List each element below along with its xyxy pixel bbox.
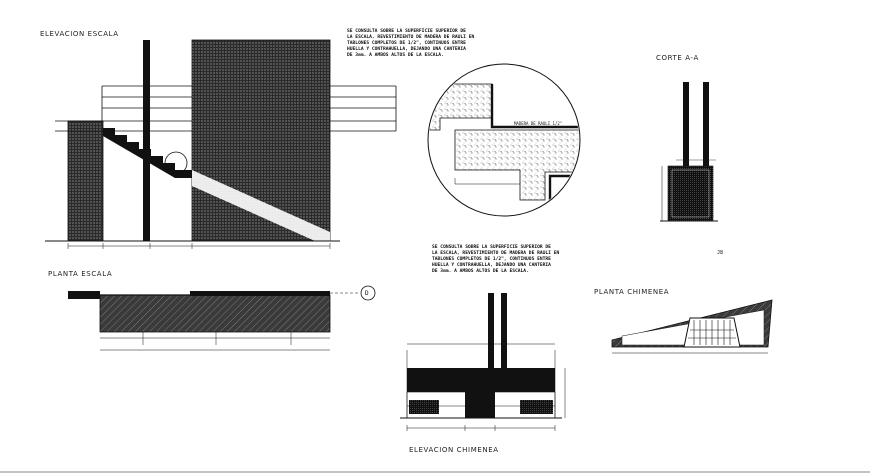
title-elevacion-chimenea: ELEVACION CHIMENEA — [409, 446, 499, 454]
section-marker-circle — [360, 285, 376, 301]
planta-chimenea-drawing — [611, 299, 773, 354]
elevation-dimension-line — [67, 243, 331, 249]
detail-circle-drawing — [427, 63, 581, 217]
planta-escala-drawing — [68, 285, 376, 351]
left-wall-hatch — [67, 120, 104, 242]
note-top: SE CONSULTA SOBRE LA SUPERFICIE SUPERIOR… — [347, 29, 475, 58]
detail-callout-circle — [164, 151, 188, 175]
north-mark: J8 — [717, 250, 724, 256]
title-corte-aa: CORTE A-A — [656, 54, 699, 62]
title-planta-chimenea: PLANTA CHIMENEA — [594, 288, 670, 296]
stair-plan-hatch — [99, 294, 331, 333]
railing-lines — [55, 85, 397, 132]
middle-step-concrete — [454, 129, 579, 201]
title-elevacion-escala: ELEVACION ESCALA — [40, 30, 119, 38]
section-marker-letter: D — [365, 290, 369, 297]
hearth-mass — [407, 368, 555, 392]
elevacion-chimenea-drawing — [400, 293, 566, 431]
corte-aa-drawing — [660, 82, 718, 222]
chimney-base-section — [667, 165, 714, 222]
vertical-post — [143, 40, 150, 241]
elevacion-escala-drawing — [45, 39, 397, 249]
note-middle: SE CONSULTA SOBRE LA SUPERFICIE SUPERIOR… — [432, 245, 560, 274]
detail-material-label: MADERA DE RAULI 1/2" — [514, 121, 563, 126]
stair-steps — [103, 121, 192, 178]
stair-diagonal-band — [192, 170, 330, 241]
title-planta-escala: PLANTA ESCALA — [48, 270, 113, 278]
